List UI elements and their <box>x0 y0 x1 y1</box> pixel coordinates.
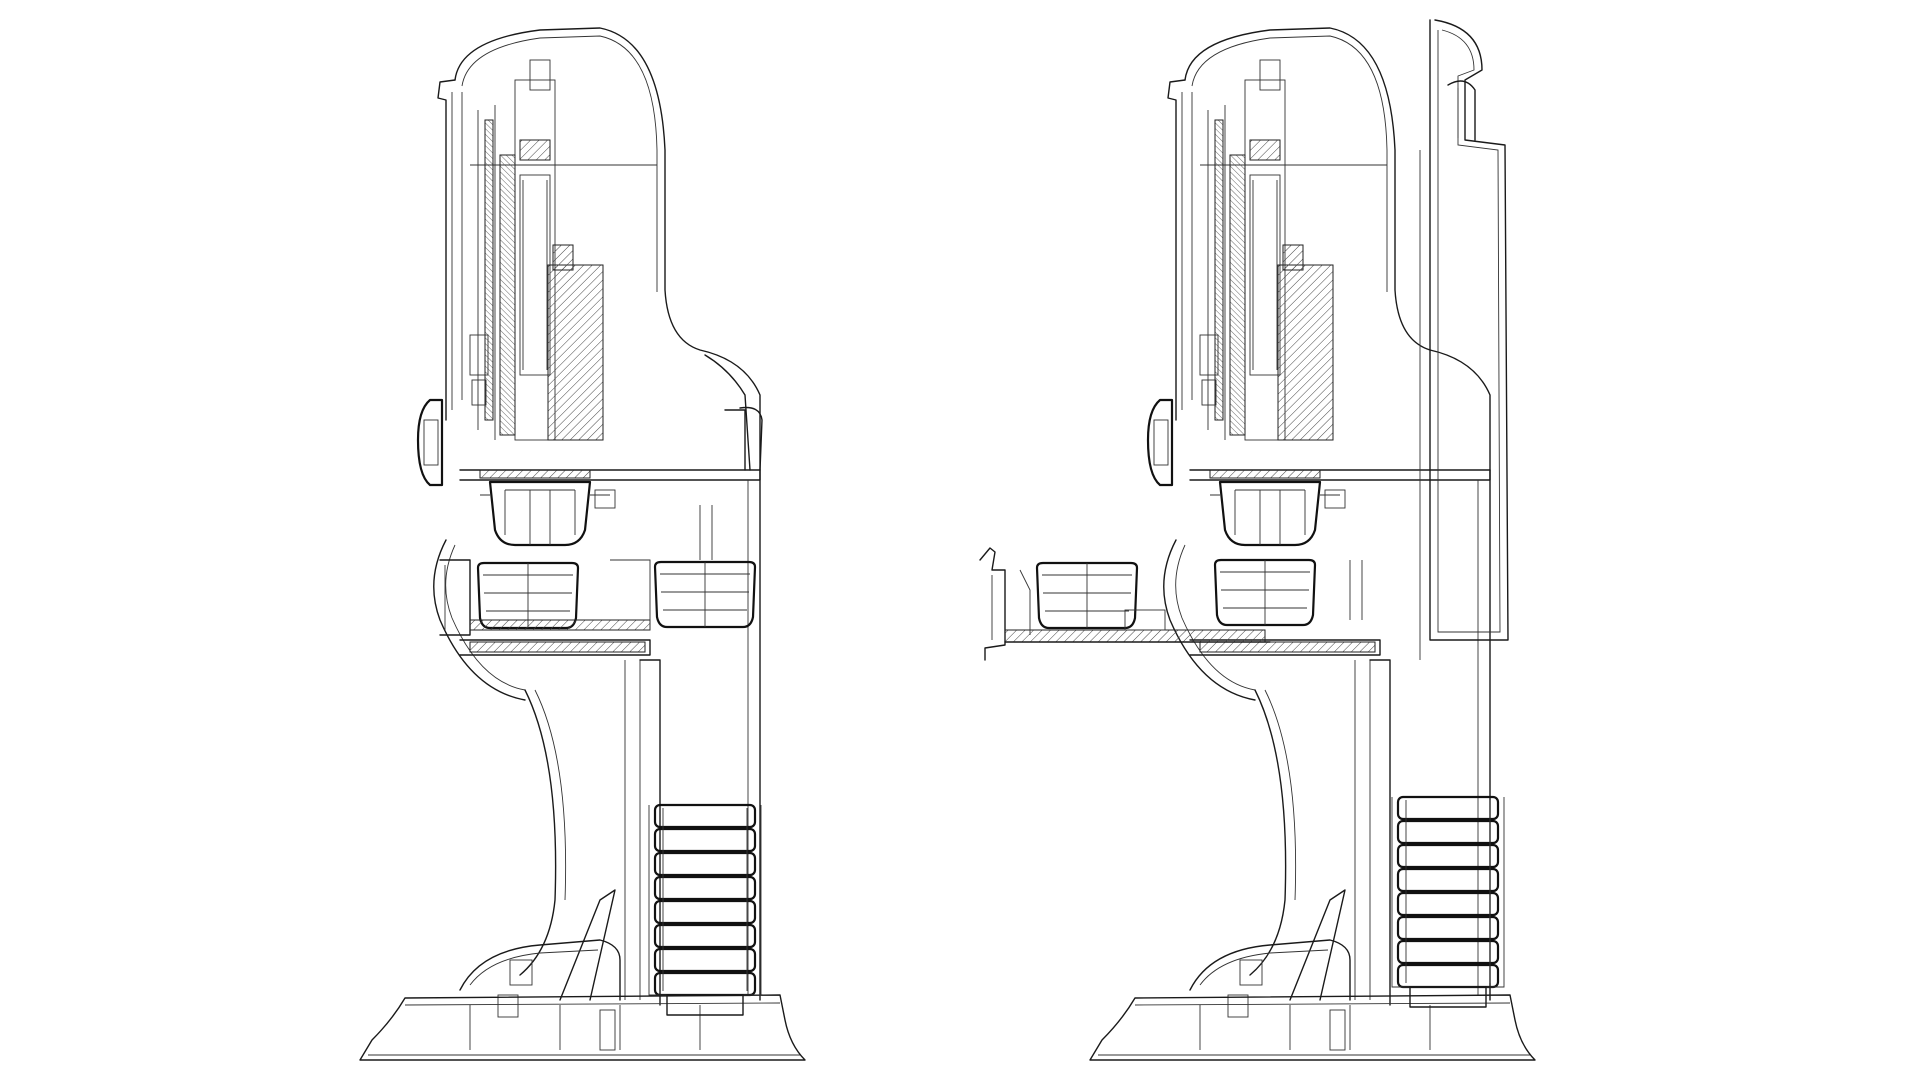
left-view-closed <box>358 26 807 1062</box>
capsule-in-tray-left <box>476 561 580 630</box>
capsule-in-drawer <box>1035 561 1139 630</box>
stacked-cups-right <box>1390 795 1506 1009</box>
right-view-open <box>979 19 1537 1062</box>
stacked-cups-left <box>647 803 763 1017</box>
capsule-in-tray-right <box>653 560 757 629</box>
capsule-in-chamber <box>1213 558 1317 627</box>
